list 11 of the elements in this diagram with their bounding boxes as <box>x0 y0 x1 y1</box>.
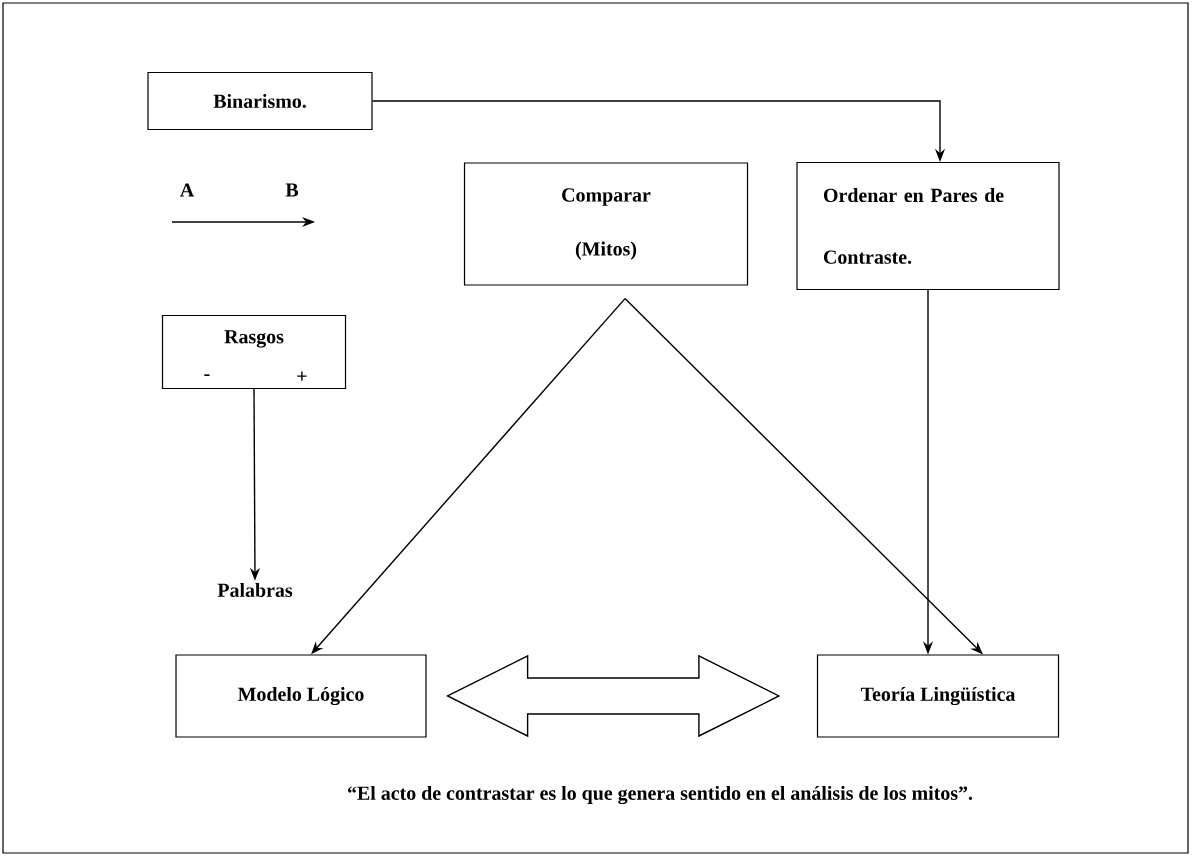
caption: “El acto de contrastar es lo que genera sentido en el análisis de los mitos”. <box>348 785 973 805</box>
letter-label: A <box>180 183 195 197</box>
double-block-arrow <box>446 654 781 738</box>
feature-box: Rasgos - + <box>161 314 347 390</box>
process-box: Comparar (Mitos) <box>463 162 749 286</box>
letter-label: B <box>285 183 299 197</box>
concept-box: Modelo Lógico <box>175 654 427 738</box>
node-text: Palabras <box>217 583 293 597</box>
concept-box: Teoría Lingüística <box>816 654 1060 738</box>
concept-box: Binarismo. <box>147 71 373 131</box>
process-box: Ordenar en Pares de Contraste. <box>796 161 1060 291</box>
